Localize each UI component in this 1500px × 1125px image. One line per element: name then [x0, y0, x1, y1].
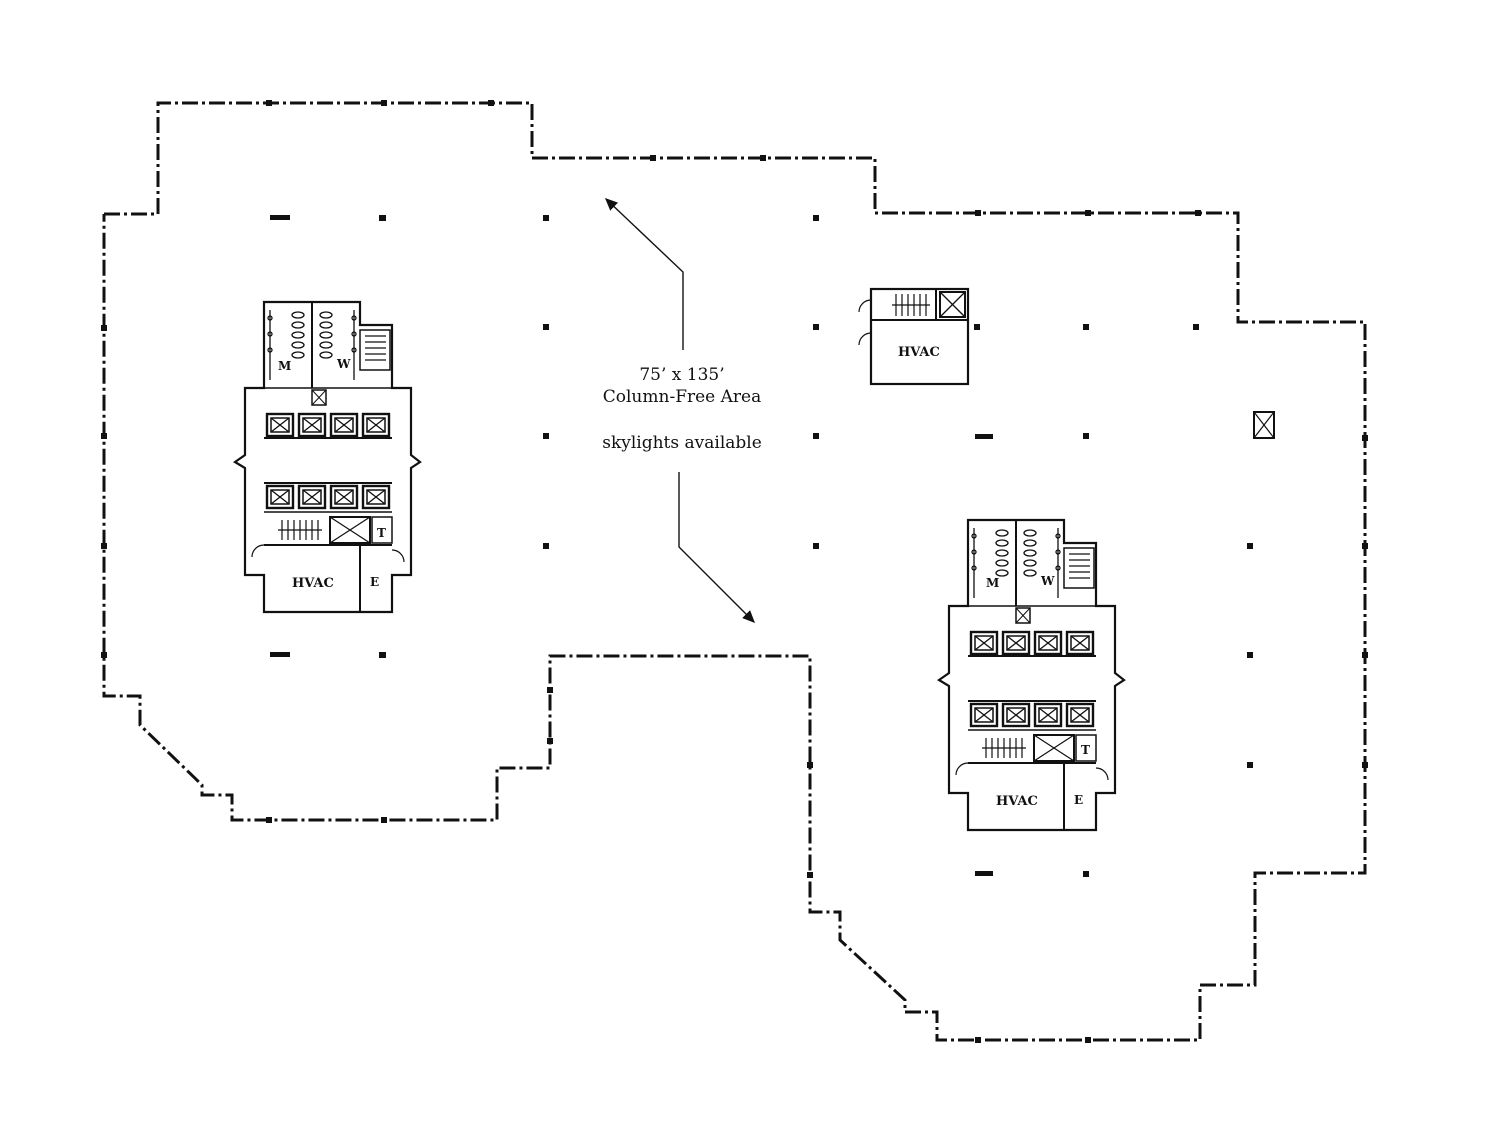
skylights-label: skylights available — [602, 433, 762, 453]
arrow-up — [604, 198, 684, 350]
left-wing-outline — [102, 101, 1367, 1042]
left-mens-room-label: M — [278, 359, 291, 373]
arrow-down — [678, 472, 755, 623]
detached-hvac-room — [858, 287, 970, 386]
perimeter-ticks — [101, 100, 1368, 1043]
right-electrical-label: E — [1074, 793, 1083, 807]
column-free-annotation: 75’ x 135’ Column-Free Area skylights av… — [602, 365, 762, 453]
columns — [270, 215, 1253, 877]
area-label: Column-Free Area — [603, 387, 762, 407]
right-mens-room-label: M — [986, 576, 999, 590]
dimensions-label: 75’ x 135’ — [639, 365, 724, 385]
column-free-arrows — [604, 198, 755, 623]
left-core-labels: M W T HVAC E — [278, 357, 386, 591]
shaft — [1253, 411, 1275, 439]
left-toilet-label: T — [377, 526, 386, 540]
left-womens-room-label: W — [336, 357, 351, 371]
right-core — [936, 518, 1126, 832]
left-core — [232, 300, 422, 614]
left-hvac-label: HVAC — [292, 576, 334, 591]
building-perimeter — [102, 101, 1367, 1042]
right-core-labels: M W T HVAC E — [986, 574, 1090, 809]
left-electrical-label: E — [370, 575, 379, 589]
right-womens-room-label: W — [1040, 574, 1055, 588]
right-toilet-label: T — [1081, 743, 1090, 757]
right-hvac-label: HVAC — [996, 794, 1038, 809]
detached-hvac-label: HVAC — [898, 345, 940, 360]
